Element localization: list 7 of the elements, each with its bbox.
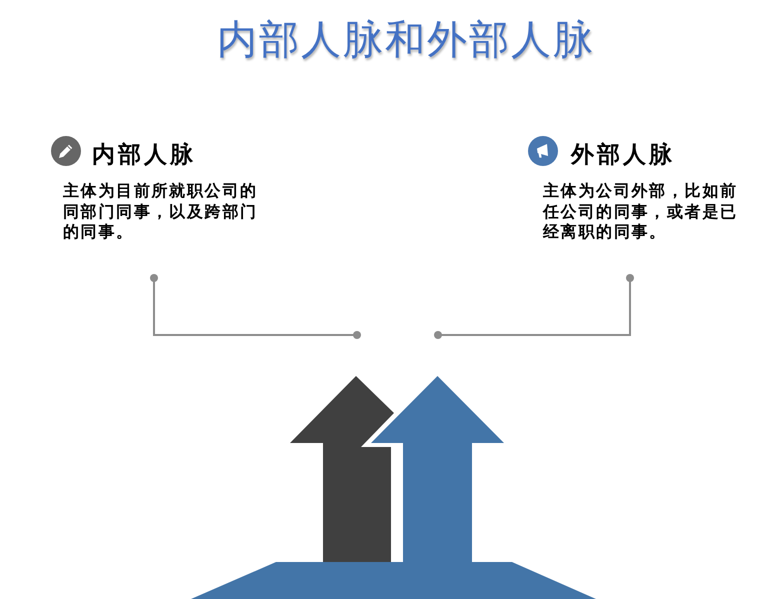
description: 主体为目前所就职公司的同部门同事，以及跨部门的同事。 (63, 181, 259, 244)
leader-line (150, 274, 361, 339)
title: 内部人脉和外部人脉 (216, 16, 596, 64)
leader-line (434, 274, 634, 339)
heading: 内部人脉 (92, 141, 196, 169)
heading: 外部人脉 (571, 141, 675, 169)
description: 主体为公司外部，比如前任公司的同事，或者是已经离职的同事。 (543, 181, 739, 244)
